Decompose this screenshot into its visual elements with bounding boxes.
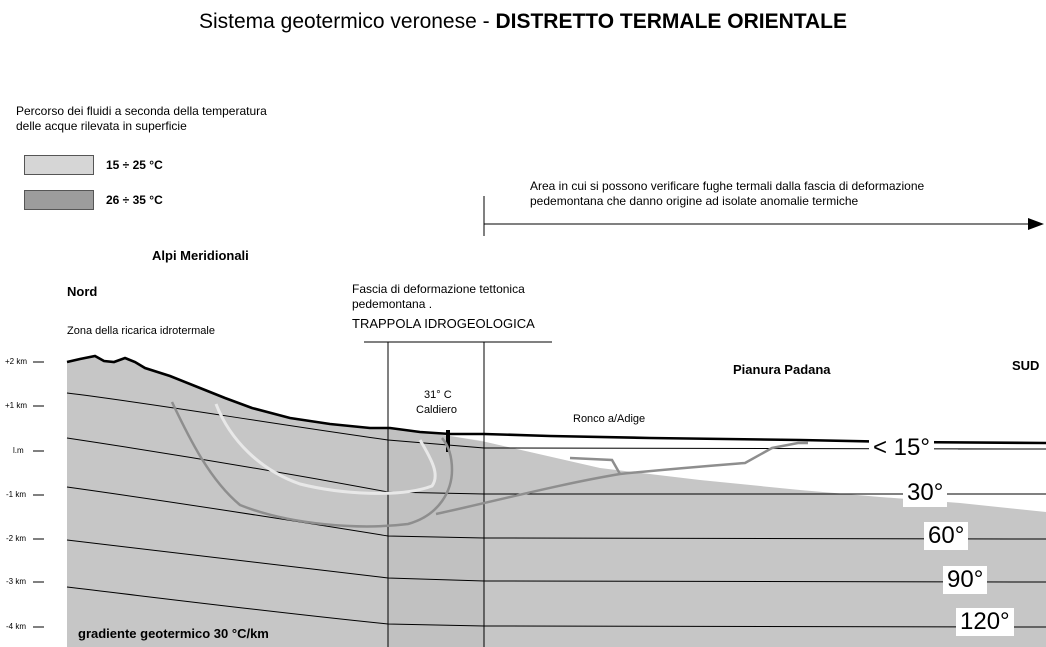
legend-swatch-light xyxy=(24,155,94,175)
legend-swatch-dark xyxy=(24,190,94,210)
legend-heading-2: delle acque rilevata in superficie xyxy=(16,119,187,133)
label-ricarica: Zona della ricarica idrotermale xyxy=(67,325,215,337)
path-light xyxy=(214,403,437,495)
label-caldiero: Caldiero xyxy=(416,404,457,416)
legend-label-light: 15 ÷ 25 °C xyxy=(106,158,163,172)
legend-heading-1: Percorso dei fluidi a seconda della temp… xyxy=(16,104,267,118)
depth-label: -1 km xyxy=(6,490,26,499)
label-sud: SUD xyxy=(1012,358,1040,373)
label-alpi-meridionali: Alpi Meridionali xyxy=(152,248,249,263)
label-fascia-2: pedemontana . xyxy=(352,297,433,311)
surface-line xyxy=(66,354,1046,445)
label-trappola: TRAPPOLA IDROGEOLOGICA xyxy=(352,316,535,331)
label-pianura-padana: Pianura Padana xyxy=(733,362,831,377)
ground-section xyxy=(67,356,1046,647)
area-annotation-1: Area in cui si possono verificare fughe … xyxy=(530,179,925,193)
label-ronco: Ronco a/Adige xyxy=(573,413,646,425)
isotherm-label: 90° xyxy=(943,566,988,594)
title-bold: DISTRETTO TERMALE ORIENTALE xyxy=(495,10,848,33)
depth-label: -3 km xyxy=(6,577,26,586)
label-nord: Nord xyxy=(67,284,98,299)
depth-label: +2 km xyxy=(5,357,28,366)
area-arrow-head xyxy=(1028,218,1044,230)
area-annotation-2: pedemontana che danno origine ad isolate… xyxy=(530,194,859,208)
title-prefix: Sistema geotermico veronese - xyxy=(198,10,496,33)
isotherm-label: 60° xyxy=(924,522,969,550)
isotherm-label: 30° xyxy=(903,479,948,507)
depth-axis-ticks xyxy=(33,361,44,628)
legend-label-dark: 26 ÷ 35 °C xyxy=(106,193,163,207)
depth-label: -2 km xyxy=(6,534,26,543)
isotherm-leaders xyxy=(958,448,1046,583)
page-title: Sistema geotermico veronese - DISTRETTO … xyxy=(0,10,1046,34)
label-gradiente: gradiente geotermico 30 °C/km xyxy=(78,626,269,641)
depth-label: l.m xyxy=(13,446,24,455)
isotherm-label: < 15° xyxy=(869,434,934,462)
depth-label: +1 km xyxy=(5,401,28,410)
label-fascia-1: Fascia di deformazione tettonica xyxy=(352,282,525,296)
isotherm-label: 120° xyxy=(956,608,1014,636)
path-dark xyxy=(170,401,808,528)
depth-label: -4 km xyxy=(6,622,26,631)
caldiero-well xyxy=(446,430,450,452)
label-caldiero-temp: 31° C xyxy=(424,389,452,401)
